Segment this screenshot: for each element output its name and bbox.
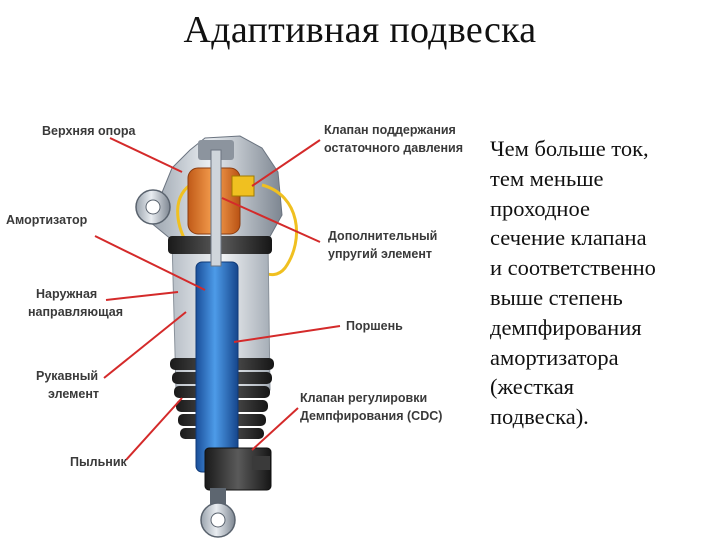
leader-shock-absorber (94, 235, 206, 291)
description-text: Чем больше ток, тем меньше проходное сеч… (490, 134, 715, 432)
description-line: тем меньше (490, 165, 604, 191)
description-line: амортизатора (490, 344, 619, 370)
leader-residual-valve (251, 139, 321, 187)
label-extra-spring-line1: Дополнительный (328, 229, 437, 243)
label-cdc-valve-line2: Демпфирования (CDC) (300, 409, 442, 423)
leader-extra-spring (221, 197, 321, 243)
description-line: подвеска). (490, 404, 589, 430)
leader-cdc-valve (251, 407, 299, 451)
leader-lines (94, 137, 341, 461)
leader-outer-guide (105, 291, 179, 301)
shock-absorber-illustration (135, 135, 299, 538)
leader-piston (233, 325, 341, 343)
lower-shaft (210, 488, 226, 506)
description-line: (жесткая (490, 374, 575, 400)
label-piston: Поршень (346, 319, 403, 333)
component-labels: Верхняя опора Амортизатор Наружная напра… (6, 123, 463, 469)
label-outer-guide-line2: направляющая (28, 305, 123, 319)
cdc-connector (252, 456, 270, 470)
label-shock-absorber: Амортизатор (6, 213, 88, 227)
label-upper-mount: Верхняя опора (42, 124, 136, 138)
lower-eye-hole (210, 512, 226, 528)
label-dust-boot: Пыльник (70, 455, 128, 469)
label-sleeve-line1: Рукавный (36, 369, 98, 383)
damper-tube (195, 261, 239, 473)
piston-rod (210, 149, 222, 267)
slide-title: Адаптивная подвеска (183, 9, 537, 51)
description-line: и соответственно (490, 255, 656, 281)
leader-sleeve (103, 311, 187, 379)
description-line: сечение клапана (490, 225, 647, 251)
label-sleeve-line2: элемент (48, 387, 99, 401)
label-extra-spring-line2: упругий элемент (328, 247, 432, 261)
mount-eye-hole (145, 199, 161, 215)
valve-block (231, 175, 255, 197)
label-residual-valve-line1: Клапан поддержания (324, 123, 456, 137)
label-cdc-valve-line1: Клапан регулировки (300, 391, 427, 405)
description-line: Чем больше ток, (490, 136, 649, 161)
label-residual-valve-line2: остаточного давления (324, 141, 463, 155)
leader-dust-boot (125, 397, 183, 461)
label-outer-guide-line1: Наружная (36, 287, 97, 301)
description-line: выше степень (490, 284, 623, 310)
description-line: демпфирования (490, 314, 642, 340)
description-line: проходное (490, 195, 590, 221)
leader-upper-mount (109, 137, 183, 173)
